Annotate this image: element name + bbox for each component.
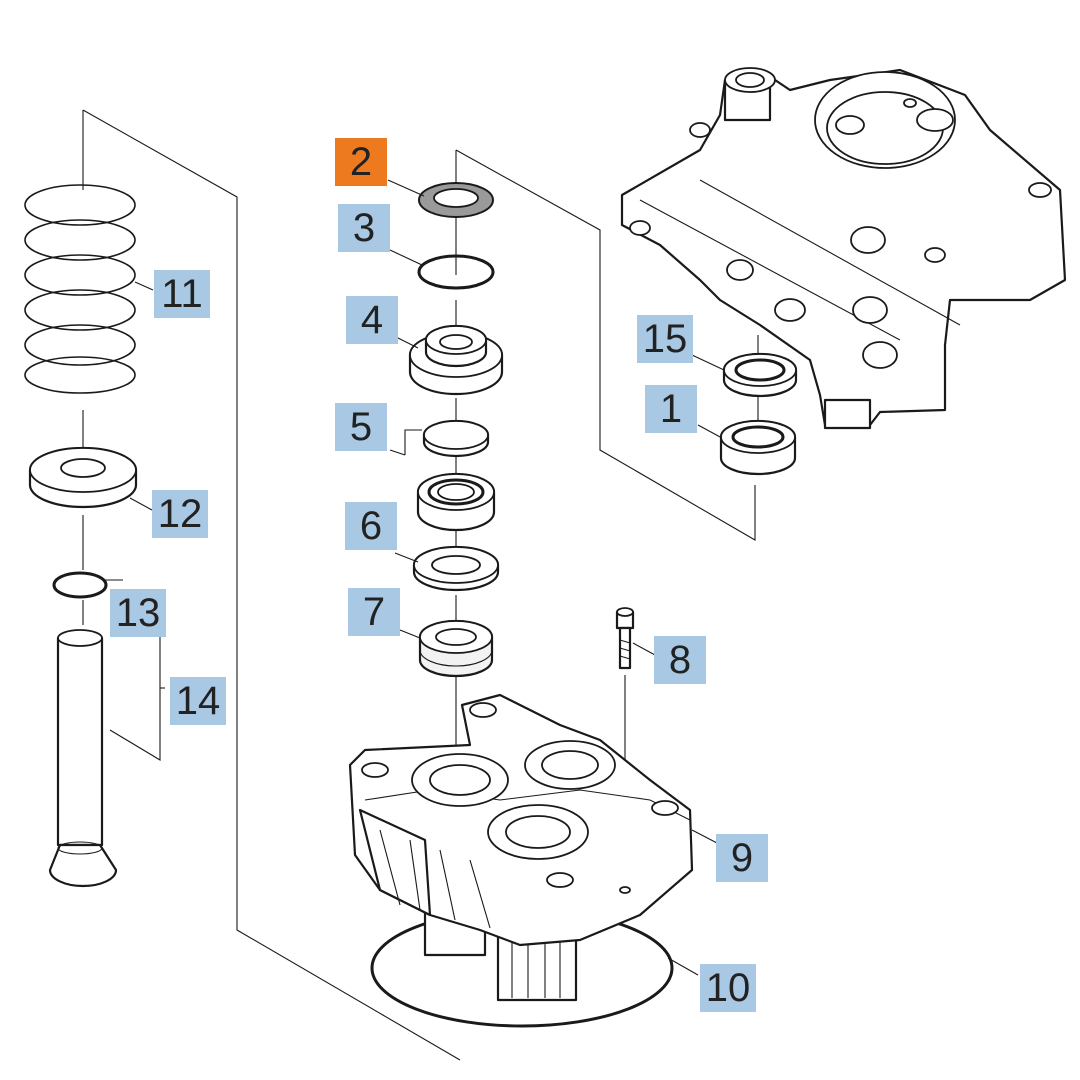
seal-part: [418, 182, 494, 218]
callout-6: 6: [345, 502, 397, 550]
o-ring-part: [417, 254, 495, 290]
seal-15-part: [722, 352, 798, 398]
callout-7: 7: [348, 588, 400, 636]
callout-3: 3: [338, 204, 390, 252]
cylinder-head-part: [620, 67, 1067, 430]
left-assembly-frame: [82, 109, 461, 1061]
screw-part: [615, 607, 635, 880]
seal-1-part: [719, 419, 797, 476]
support-ring-part: [408, 324, 504, 396]
callout-14: 14: [170, 677, 226, 725]
callout-2: 2: [335, 138, 387, 186]
callout-1: 1: [645, 385, 697, 433]
piston-part: [48, 629, 118, 888]
callout-15: 15: [637, 315, 693, 363]
spring-part: [24, 184, 136, 394]
grooved-ring-part: [418, 619, 494, 678]
callout-10: 10: [700, 964, 756, 1012]
callout-4: 4: [346, 296, 398, 344]
seal-kit-part: [404, 419, 496, 532]
callout-12: 12: [152, 490, 208, 538]
circlip-part: [52, 571, 108, 625]
pump-housing-part: [348, 693, 694, 1002]
pressure-ring-part: [412, 545, 500, 592]
leader-lines: [103, 179, 725, 976]
callout-13: 13: [110, 589, 166, 637]
callout-9: 9: [716, 834, 768, 882]
callout-5: 5: [335, 403, 387, 451]
spring-seat-part: [28, 410, 138, 570]
callout-11: 11: [154, 270, 210, 318]
callout-8: 8: [654, 636, 706, 684]
